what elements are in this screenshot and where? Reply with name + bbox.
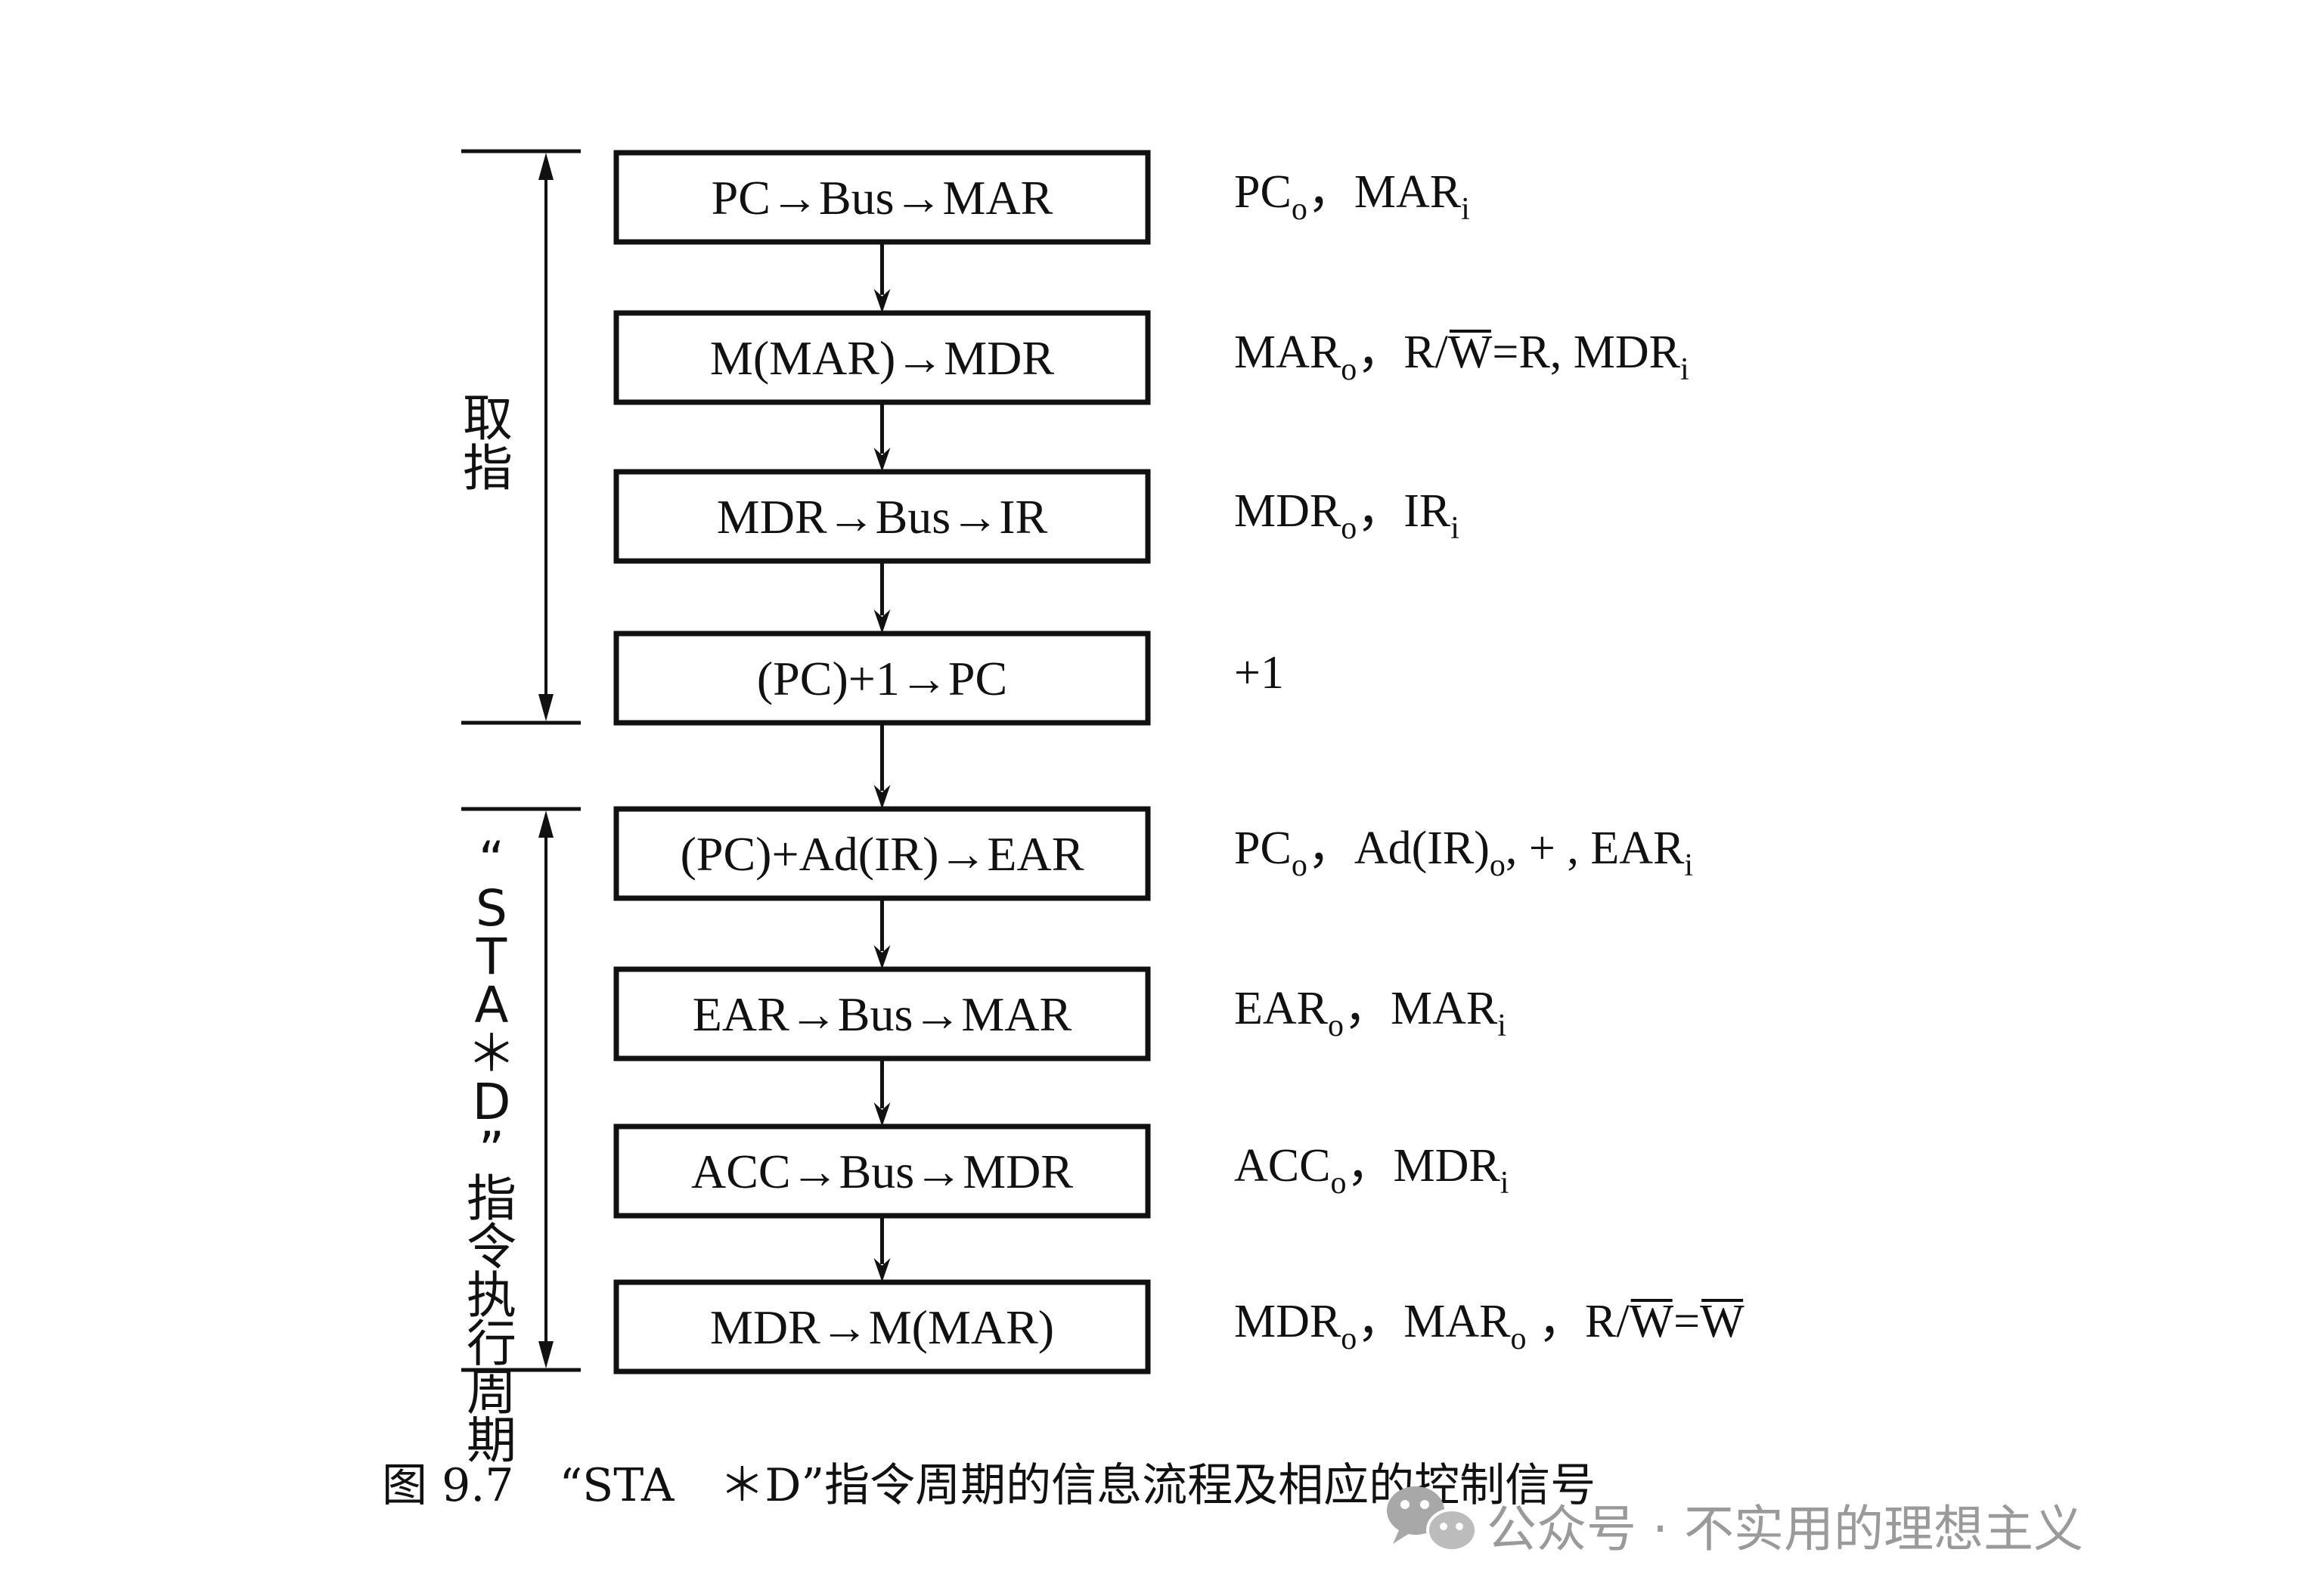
flow-arrow-head [873, 1258, 891, 1282]
operation-label: MDR→M(MAR) [710, 1300, 1054, 1354]
control-signal-label: MARo，R/W=R, MDRi [1234, 327, 1689, 387]
flow-arrow-head [873, 609, 891, 634]
operation-label: M(MAR)→MDR [710, 331, 1054, 385]
operation-label: (PC)+Ad(IR)→EAR [681, 827, 1084, 881]
operation-label: PC→Bus→MAR [712, 171, 1053, 225]
control-signal-label: +1 [1234, 647, 1284, 699]
operation-box [613, 1123, 1151, 1219]
operation-boxes: PC→Bus→MAR M(MAR)→MDR MDR→Bus→IR (PC)+1→PC (… [613, 150, 1151, 1374]
control-signal-label: PCo，Ad(IR)o, + , EARi [1234, 823, 1693, 883]
phase-arrow-head [538, 153, 554, 180]
operation-box [613, 150, 1151, 245]
watermark: 公众号 · 不实用的理想主义 [1387, 1486, 2083, 1558]
phase-arrow-head [538, 810, 554, 838]
flow-arrow-head [873, 289, 891, 313]
watermark-text: 公众号 · 不实用的理想主义 [1487, 1500, 2083, 1558]
control-signal-label: EARo，MARi [1234, 983, 1506, 1043]
flow-arrow-head [873, 1102, 891, 1126]
flow-arrow-head [873, 945, 891, 969]
phase-label: 取指 [463, 389, 513, 497]
operation-box [613, 631, 1151, 726]
operation-box [613, 310, 1151, 405]
operation-box [613, 966, 1151, 1061]
control-signal-label: PCo，MARi [1234, 166, 1470, 227]
control-signal-label: MDRo，IRi [1234, 485, 1459, 546]
phase-arrow-head [538, 1341, 554, 1368]
flow-arrow-head [873, 785, 891, 809]
flow-arrow-head [873, 448, 891, 472]
operation-label: MDR→Bus→IR [717, 490, 1048, 544]
operation-label: (PC)+1→PC [757, 652, 1007, 705]
operation-box [613, 806, 1151, 901]
operation-label: EAR→Bus→MAR [693, 987, 1072, 1041]
phase-arrow-head [538, 694, 554, 721]
operation-box [613, 469, 1151, 564]
flow-arrows [873, 242, 891, 1282]
wechat-icon [1387, 1486, 1478, 1552]
control-signal-label: MDRo，MARo ，R/W=W [1234, 1296, 1745, 1356]
operation-box [613, 1279, 1151, 1374]
control-signal-label: ACCo，MDRi [1234, 1140, 1509, 1201]
operation-label: ACC→Bus→MDR [691, 1145, 1073, 1198]
